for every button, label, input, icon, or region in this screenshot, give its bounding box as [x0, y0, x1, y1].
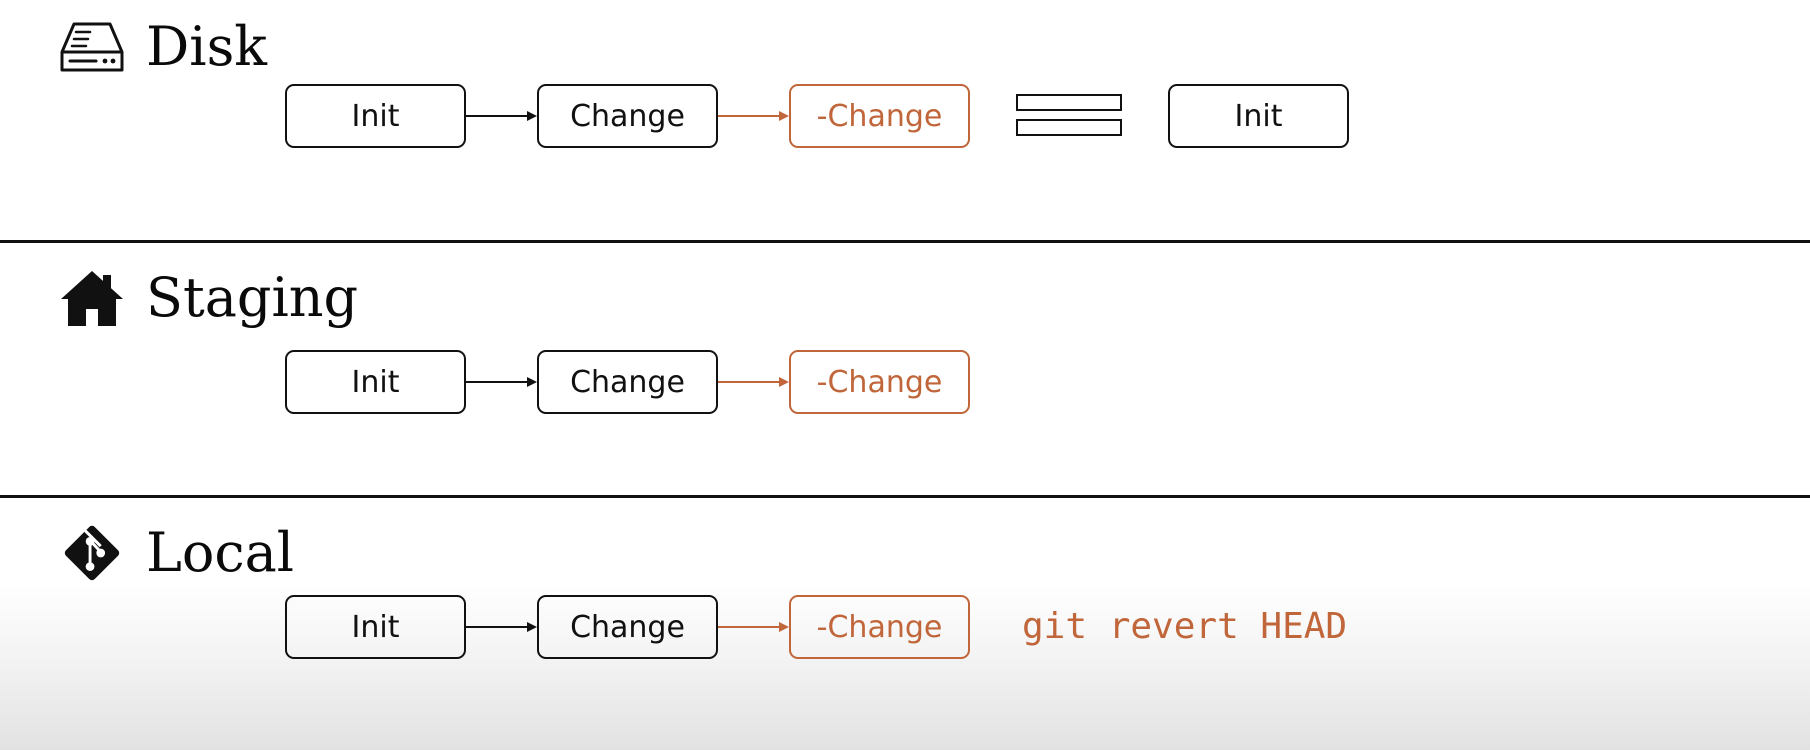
disk-section: Disk Init Change -Change Init: [0, 0, 1810, 240]
staging-header: Staging: [60, 263, 358, 333]
arrow-icon: [718, 377, 789, 387]
house-icon: [60, 266, 124, 330]
commit-node-revert: -Change: [789, 350, 970, 414]
arrow-icon: [466, 622, 537, 632]
section-divider: [0, 495, 1810, 498]
equals-icon: [1016, 94, 1122, 138]
local-commit-flow: Init Change -Change: [285, 595, 970, 659]
commit-node-init: Init: [285, 595, 466, 659]
commit-node-init: Init: [285, 84, 466, 148]
disk-commit-flow: Init Change -Change: [285, 84, 970, 148]
commit-node-change: Change: [537, 84, 718, 148]
result-node-init: Init: [1168, 84, 1349, 148]
git-revert-command: git revert HEAD: [1022, 606, 1348, 647]
staging-section: Staging Init Change -Change: [0, 243, 1810, 495]
commit-node-change: Change: [537, 350, 718, 414]
local-section: Local Init Change -Change git revert HEA…: [0, 498, 1810, 750]
hard-drive-icon: [60, 15, 124, 79]
arrow-icon: [718, 111, 789, 121]
disk-header: Disk: [60, 12, 267, 82]
staging-commit-flow: Init Change -Change: [285, 350, 970, 414]
section-title-local: Local: [146, 521, 295, 584]
arrow-icon: [718, 622, 789, 632]
arrow-icon: [466, 111, 537, 121]
local-header: Local: [60, 518, 294, 588]
section-divider: [0, 240, 1810, 243]
section-title-disk: Disk: [146, 15, 267, 78]
commit-node-revert: -Change: [789, 595, 970, 659]
section-title-staging: Staging: [146, 266, 359, 329]
arrow-icon: [466, 377, 537, 387]
commit-node-init: Init: [285, 350, 466, 414]
commit-node-revert: -Change: [789, 84, 970, 148]
git-icon: [60, 521, 124, 585]
commit-node-change: Change: [537, 595, 718, 659]
